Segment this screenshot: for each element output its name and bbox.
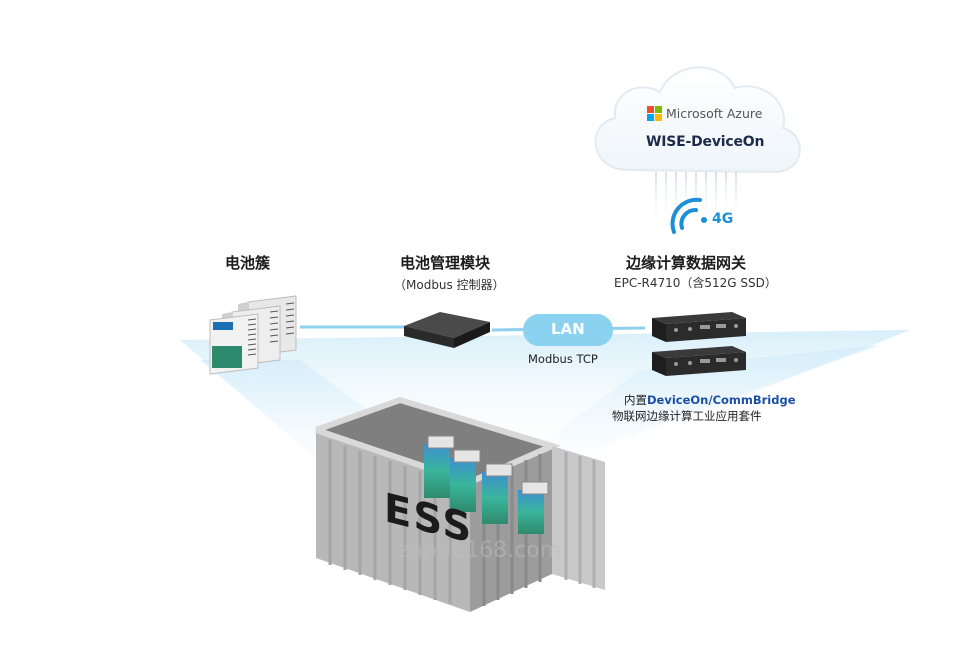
modbus-tcp-label: Modbus TCP <box>528 352 598 366</box>
watermark: zaptle168.com <box>398 538 562 563</box>
ess-container <box>314 396 605 612</box>
connection-line <box>300 314 646 346</box>
wise-deviceon-label: WISE-DeviceOn <box>646 134 765 150</box>
battery-rack <box>450 449 481 512</box>
bms-title: 电池管理模块 <box>400 254 491 272</box>
gateway-feature-line1: 内置DeviceOn/CommBridge <box>624 392 796 408</box>
bms-controller-device <box>404 312 490 433</box>
battery-rack <box>482 463 513 524</box>
4g-label: 4G <box>712 211 734 227</box>
gateway-feature-line2: 物联网边缘计算工业应用套件 <box>612 409 762 423</box>
cloud-icon <box>594 66 801 174</box>
battery-rack <box>424 435 455 498</box>
battery-cluster-title: 电池簇 <box>225 254 271 272</box>
microsoft-azure-label: Microsoft Azure <box>666 106 763 121</box>
battery-rack <box>518 481 549 534</box>
gateway-device-bottom <box>652 346 746 376</box>
battery-cluster-device <box>209 295 297 375</box>
feature-highlight: DeviceOn/CommBridge <box>647 393 796 407</box>
bms-subtitle: （Modbus 控制器） <box>394 278 505 292</box>
lan-pill <box>523 314 613 346</box>
gateway-title: 边缘计算数据网关 <box>626 254 747 272</box>
gateway-subtitle: EPC-R4710（含512G SSD） <box>614 276 777 290</box>
lan-label: LAN <box>551 320 585 338</box>
wifi-signal-icon <box>670 197 707 234</box>
microsoft-logo-icon <box>647 106 662 121</box>
feature-prefix: 内置 <box>624 393 647 407</box>
gateway-device-top <box>652 312 746 342</box>
